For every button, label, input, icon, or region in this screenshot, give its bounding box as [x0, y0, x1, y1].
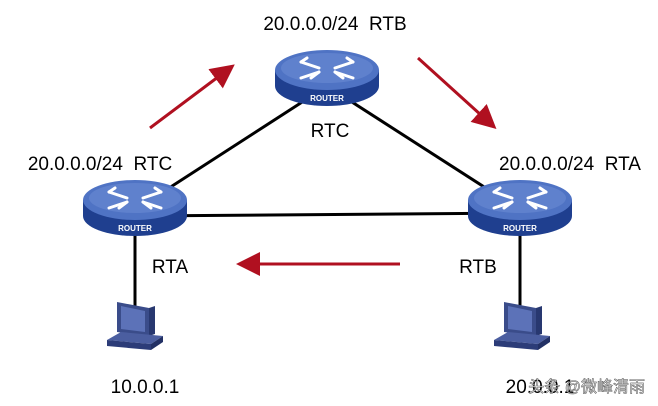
computer-icon	[107, 302, 163, 350]
router-badge: ROUTER	[118, 224, 152, 233]
host-right-address: 20.0.0.1	[506, 377, 575, 398]
computer-icon	[494, 302, 550, 350]
router-left: ROUTER	[81, 178, 189, 238]
host-left	[107, 302, 163, 350]
arrow-rta-to-rtc	[149, 64, 235, 130]
router-badge: ROUTER	[310, 94, 344, 103]
host-right	[494, 302, 550, 350]
router-right-name: RTB	[459, 257, 497, 278]
router-left-route: 20.0.0.0/24 RTC	[28, 154, 172, 175]
link-rta-rtb	[134, 211, 521, 218]
watermark: 头条 @微峰清雨	[528, 378, 645, 396]
arrow-rtc-to-rtb	[416, 56, 497, 130]
router-top-name: RTC	[311, 121, 350, 142]
router-right-route: 20.0.0.0/24 RTA	[499, 154, 641, 175]
router-top: ROUTER	[273, 48, 381, 108]
router-badge: ROUTER	[503, 224, 537, 233]
router-left-name: RTA	[152, 257, 189, 278]
router-right: ROUTER	[466, 178, 574, 238]
host-left-address: 10.0.0.1	[111, 377, 180, 398]
router-top-route: 20.0.0.0/24 RTB	[263, 14, 406, 35]
